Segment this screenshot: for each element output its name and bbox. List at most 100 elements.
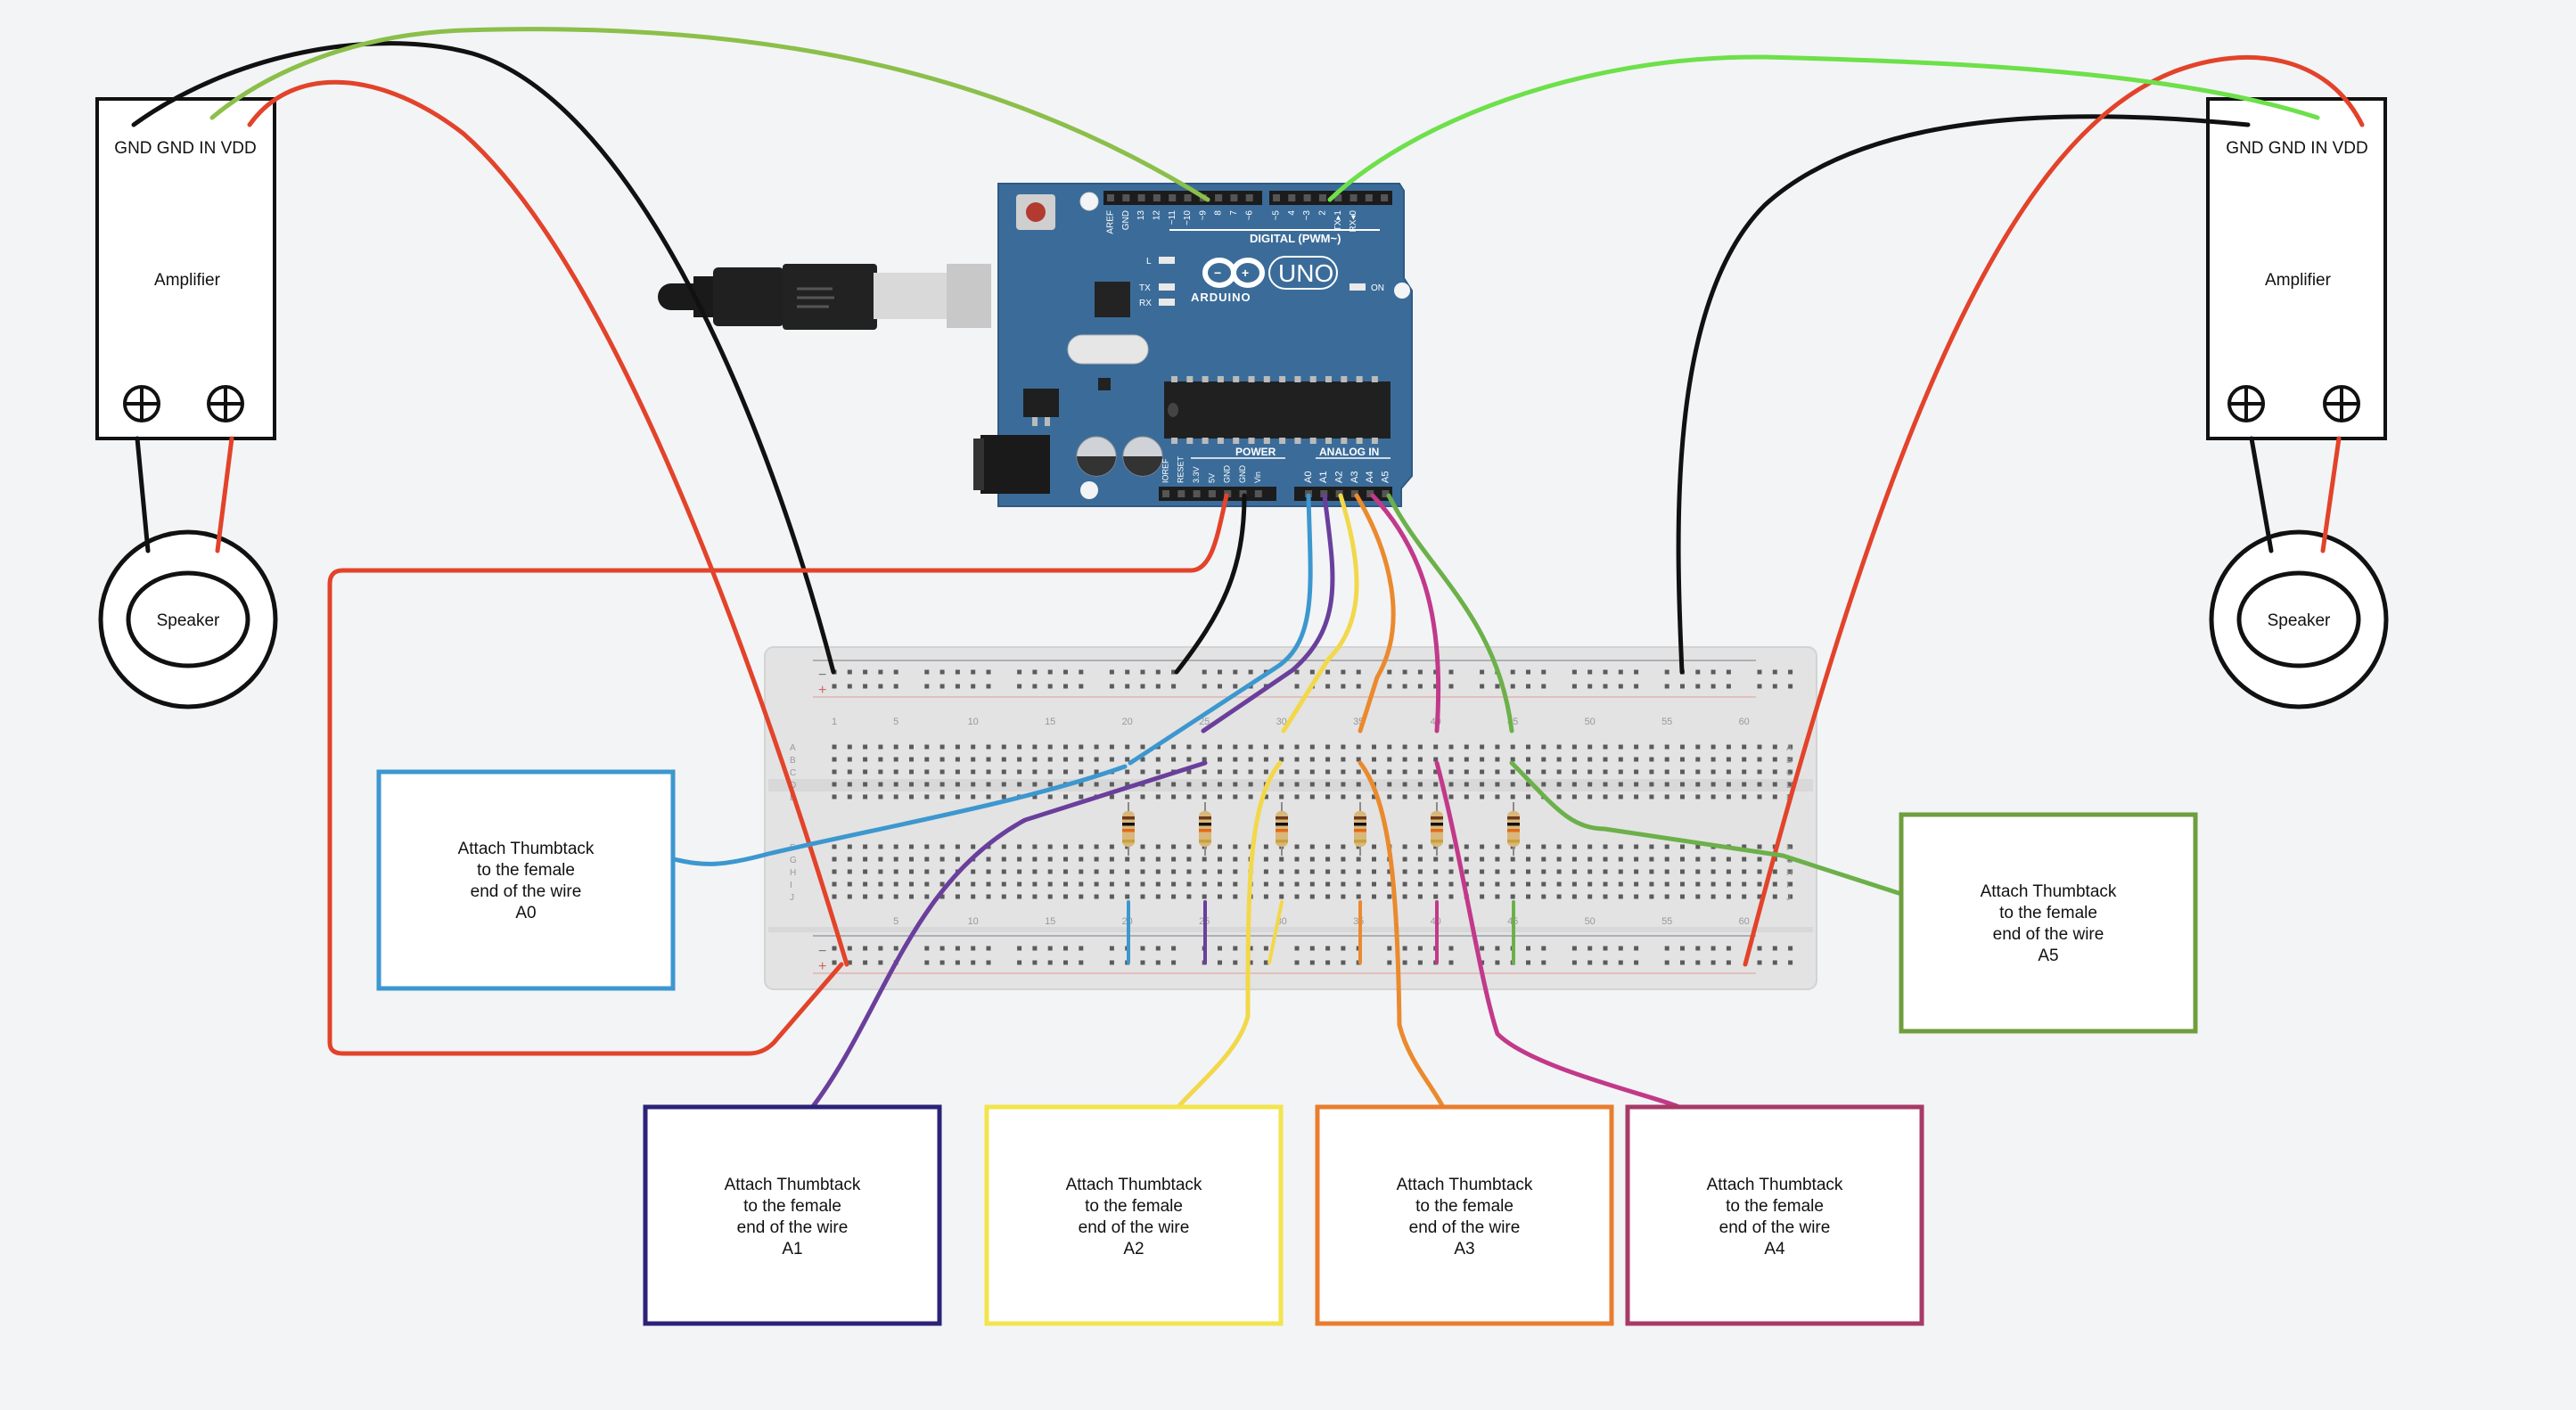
box-a0-line-1: Attach Thumbtack — [458, 840, 595, 858]
digital-pin-label: 2 — [1318, 210, 1328, 216]
analog-pin-label: A4 — [1365, 471, 1375, 483]
row-letter-right: D — [1786, 781, 1793, 791]
right-amp-terminal-1 — [2227, 385, 2265, 422]
right-amp-in-wire — [1327, 54, 2320, 202]
power-label: POWER — [1235, 446, 1276, 458]
row-letter-left: B — [790, 756, 796, 766]
box-a4-line-3: end of the wire — [1719, 1218, 1831, 1237]
column-number-top: 55 — [1661, 717, 1672, 727]
right-amp-gnd-wire — [1676, 114, 2251, 675]
box-a4-line-4: A4 — [1764, 1240, 1785, 1258]
left-amp-in-wire — [209, 27, 1210, 202]
row-letter-left: G — [790, 856, 797, 865]
crystal — [1067, 334, 1149, 365]
led-label-tx: TX — [1139, 283, 1151, 293]
arduino-5v-wire — [327, 493, 1229, 1056]
row-letter-right: B — [1786, 756, 1793, 766]
digital-pin-label: 12 — [1153, 210, 1162, 221]
digital-pin-label: TX▸1 — [1333, 210, 1343, 232]
box-a3-line-1: Attach Thumbtack — [1397, 1176, 1533, 1194]
power-pin-label: 3.3V — [1192, 466, 1201, 483]
a5-wire — [1386, 493, 1514, 734]
box-a2-line-2: to the female — [1085, 1197, 1183, 1216]
a0-thumbtack-wire — [671, 764, 1128, 866]
left-amp-terminal-1 — [123, 385, 160, 422]
atmega-chip — [1164, 381, 1391, 439]
power-pin-label: GND — [1238, 465, 1247, 484]
power-header — [1159, 487, 1276, 501]
column-number-bottom: 50 — [1585, 916, 1596, 927]
digital-pin-label: GND — [1121, 210, 1131, 230]
power-pin-label: RESET — [1177, 455, 1185, 483]
thumbtack-box-a1: Attach Thumbtack to the female end of th… — [643, 1104, 942, 1326]
box-a2-line-1: Attach Thumbtack — [1066, 1176, 1202, 1194]
digital-pin-label: 4 — [1287, 210, 1297, 216]
column-number-top: 5 — [893, 717, 898, 727]
left-speaker-red-lead — [215, 436, 234, 553]
box-a5-line-3: end of the wire — [1993, 925, 2104, 944]
analog-pin-label: A1 — [1318, 471, 1329, 483]
row-letter-right: J — [1786, 893, 1791, 903]
a5-thumbtack-wire — [1509, 760, 1901, 896]
column-number-top: 15 — [1045, 717, 1055, 727]
column-number-bottom: 5 — [893, 916, 898, 927]
resistor — [1507, 802, 1520, 856]
power-pin-label: 5V — [1207, 473, 1216, 483]
digital-pin-label: ~9 — [1198, 210, 1208, 221]
column-number-top: 10 — [968, 717, 979, 727]
breadboard-holes — [832, 669, 1793, 965]
rail-plus-label-bottom: + — [818, 959, 826, 974]
resistor — [1199, 802, 1211, 856]
on-led-label: ON — [1371, 283, 1384, 293]
left-amp-vdd-wire — [247, 79, 849, 967]
a0-wire — [1128, 493, 1313, 766]
row-letter-right: H — [1786, 868, 1793, 878]
analog-pin-label: A0 — [1303, 471, 1314, 483]
usb-cable — [658, 264, 991, 330]
left-amplifier: GND GND IN VDD Amplifier — [95, 97, 276, 440]
box-a1-line-1: Attach Thumbtack — [725, 1176, 861, 1194]
analog-pin-label: A2 — [1334, 471, 1345, 483]
resistor — [1354, 802, 1366, 856]
digital-pin-label: ~3 — [1302, 210, 1312, 221]
thumbtack-box-a3: Attach Thumbtack to the female end of th… — [1315, 1104, 1614, 1326]
a1-wire — [1201, 493, 1335, 734]
wires — [131, 27, 2365, 1111]
a2-wire — [1281, 493, 1359, 734]
digital-pin-label: ~11 — [1168, 210, 1177, 225]
column-number-bottom: 55 — [1661, 916, 1672, 927]
analog-pin-label: A3 — [1350, 471, 1360, 483]
left-amp-title: Amplifier — [154, 271, 221, 290]
power-pin-label: IOREF — [1161, 458, 1169, 483]
a2-thumbtack-wire — [1174, 760, 1283, 1111]
resistors — [1122, 802, 1520, 856]
column-number-top: 30 — [1276, 717, 1287, 727]
column-number-bottom: 60 — [1739, 916, 1750, 927]
column-number-top: 60 — [1739, 717, 1750, 727]
uno-badge — [1268, 256, 1338, 290]
row-letter-left: H — [790, 868, 796, 878]
box-a5-line-2: to the female — [1999, 904, 2097, 922]
a4-wire — [1370, 493, 1441, 734]
box-a1-line-2: to the female — [743, 1197, 841, 1216]
led-label-rx: RX — [1139, 299, 1152, 308]
box-a3-line-2: to the female — [1415, 1197, 1514, 1216]
thumbtack-box-a0: Attach Thumbtack to the female end of th… — [376, 769, 676, 991]
arduino-brand: ARDUINO — [1191, 291, 1251, 304]
row-letter-left: A — [790, 743, 796, 753]
digital-pin-label: 8 — [1214, 210, 1224, 216]
row-letter-left: I — [790, 881, 792, 890]
digital-pin-label: AREF — [1106, 210, 1116, 234]
column-number-bottom: 10 — [968, 916, 979, 927]
box-a3-line-4: A3 — [1454, 1240, 1474, 1258]
left-speaker-label: Speaker — [157, 611, 220, 630]
digital-pin-label: 7 — [1229, 210, 1239, 216]
digital-pwm-label: DIGITAL (PWM~) — [1250, 232, 1341, 245]
box-a1-line-4: A1 — [782, 1240, 802, 1258]
box-a3-line-3: end of the wire — [1409, 1218, 1521, 1237]
right-speaker-black-lead — [2249, 436, 2274, 553]
row-letter-right: F — [1786, 843, 1792, 853]
